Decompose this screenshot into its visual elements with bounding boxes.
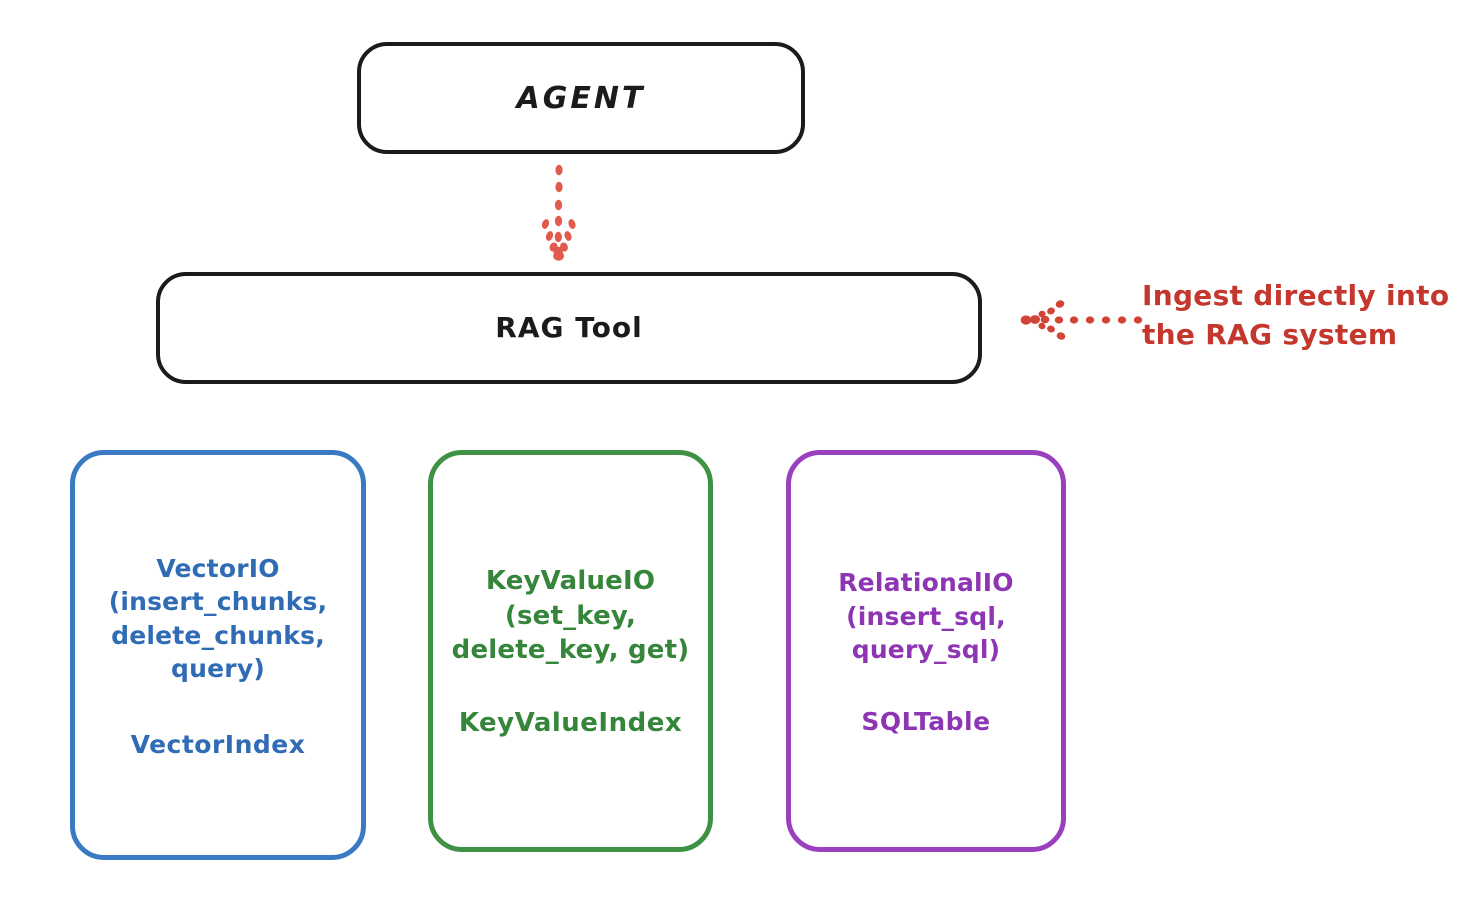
node-key-value-io-label: KeyValueIO (set_key, delete_key, get) — [451, 565, 690, 666]
node-relational-io-sublabel: SQLTable — [861, 706, 991, 736]
annotation-ingest: Ingest directly into the RAG system — [1142, 279, 1450, 352]
node-vector-io[interactable]: VectorIO (insert_chunks, delete_chunks, … — [70, 450, 366, 860]
node-rag-tool[interactable]: RAG Tool — [156, 272, 982, 384]
node-key-value-io[interactable]: KeyValueIO (set_key, delete_key, get) Ke… — [428, 450, 713, 852]
node-vector-io-label: VectorIO (insert_chunks, delete_chunks, … — [108, 553, 328, 684]
node-key-value-io-sublabel: KeyValueIndex — [458, 708, 683, 739]
node-relational-io-label: RelationalIO (insert_sql, query_sql) — [838, 568, 1014, 665]
node-rag-tool-label: RAG Tool — [495, 310, 643, 344]
node-vector-io-sublabel: VectorIndex — [130, 729, 306, 759]
node-agent-label: AGENT — [516, 80, 646, 116]
node-agent[interactable]: AGENT — [357, 42, 805, 154]
node-relational-io[interactable]: RelationalIO (insert_sql, query_sql) SQL… — [786, 450, 1066, 852]
connector-ingest-arrow — [1020, 300, 1143, 340]
connector-agent-to-rag-tool-arrow — [541, 164, 576, 261]
